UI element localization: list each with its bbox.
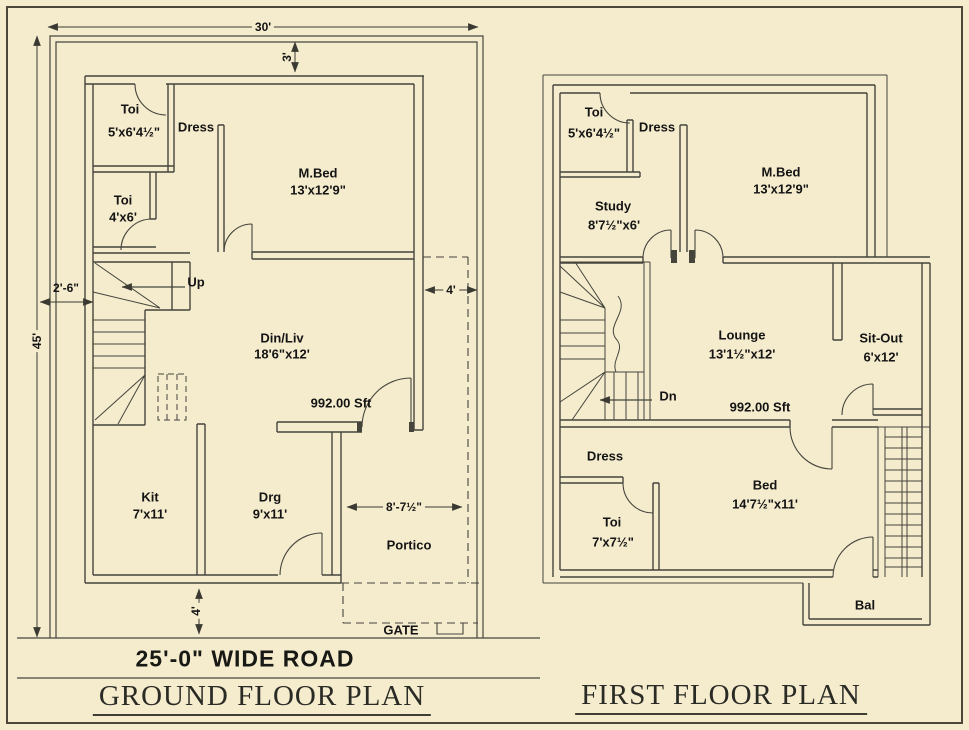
room-label-f-dress: Dress (638, 119, 676, 135)
room-label-g-kit: Kit (141, 489, 159, 505)
first-floor-title: FIRST FLOOR PLAN (575, 681, 867, 715)
room-label-g-toi2: Toi (113, 192, 133, 208)
first-floor-plan (542, 74, 931, 626)
room-label-f-toi1: Toi (584, 104, 604, 120)
room-size-g-dinliv: 18'6"x12' (254, 346, 310, 362)
room-size-g-toi1: 5'x6'4½" (107, 124, 161, 140)
ground-walls (84, 75, 424, 584)
room-size-g-mbed: 13'x12'9" (290, 182, 346, 198)
room-size-g-drg: 9'x11' (252, 506, 288, 522)
area-label-ground: 992.00 Sft (310, 395, 372, 411)
room-label-g-mbed: M.Bed (298, 165, 338, 181)
room-label-f-toi2: Toi (602, 514, 622, 530)
door-post (409, 422, 414, 432)
dim-front-setback: 3' (280, 52, 294, 62)
door-post (689, 250, 695, 263)
room-label-g-portico: Portico (386, 537, 432, 553)
room-size-f-bed: 14'7½"x11' (732, 496, 798, 512)
first-doors (599, 92, 874, 578)
door-post (357, 422, 362, 432)
room-label-g-toi1: Toi (120, 101, 140, 117)
stair-dn-label: Dn (659, 388, 677, 404)
ground-floor-title: GROUND FLOOR PLAN (92, 682, 432, 716)
area-label-first: 992.00 Sft (729, 399, 791, 415)
door-post (671, 250, 677, 263)
room-label-f-bal: Bal (854, 597, 876, 613)
dim-side-setback: 4' (443, 284, 459, 296)
gate-step (436, 623, 464, 635)
room-size-g-toi2: 4'x6' (109, 209, 137, 225)
room-label-f-bed: Bed (752, 477, 778, 493)
room-label-g-dinliv: Din/Liv (260, 330, 304, 346)
stair-store (157, 373, 187, 421)
room-label-f-dress2: Dress (586, 448, 624, 464)
ground-dashed-boundary (341, 256, 482, 624)
first-outer-line (542, 74, 888, 584)
plot-boundary (49, 35, 484, 638)
road-lines (17, 637, 540, 679)
room-size-f-toi1: 5'x6'4½" (567, 125, 621, 141)
dim-plot-height: 45' (30, 329, 44, 353)
dim-stair-width: 2'-6" (53, 281, 79, 295)
first-stair (559, 261, 651, 421)
stair-break-line (612, 295, 622, 373)
room-label-g-drg: Drg (258, 489, 282, 505)
room-size-f-lounge: 13'1½"x12' (708, 346, 776, 362)
stair-up-label: Up (187, 274, 205, 290)
ground-doors (120, 83, 412, 576)
terrace-ladder (877, 426, 930, 577)
room-size-f-sitout: 6'x12' (863, 349, 899, 365)
room-label-f-study: Study (594, 198, 632, 214)
dim-rear-setback: 4' (189, 603, 203, 619)
room-label-f-mbed: M.Bed (761, 164, 801, 180)
room-label-f-lounge: Lounge (718, 327, 766, 343)
room-label-f-sitout: Sit-Out (859, 330, 903, 346)
road-label: 25'-0" WIDE ROAD (135, 645, 355, 672)
room-size-f-mbed: 13'x12'9" (753, 181, 809, 197)
room-label-g-dress: Dress (177, 119, 215, 135)
dim-plot-width: 30' (251, 21, 275, 33)
gate-label: GATE (380, 623, 422, 637)
first-walls (552, 84, 931, 626)
room-size-g-kit: 7'x11' (132, 506, 168, 522)
room-size-f-toi2: 7'x7½" (592, 534, 634, 550)
dim-portico-width: 8'-7½" (383, 501, 425, 513)
room-size-f-study: 8'7½"x6' (587, 217, 641, 233)
